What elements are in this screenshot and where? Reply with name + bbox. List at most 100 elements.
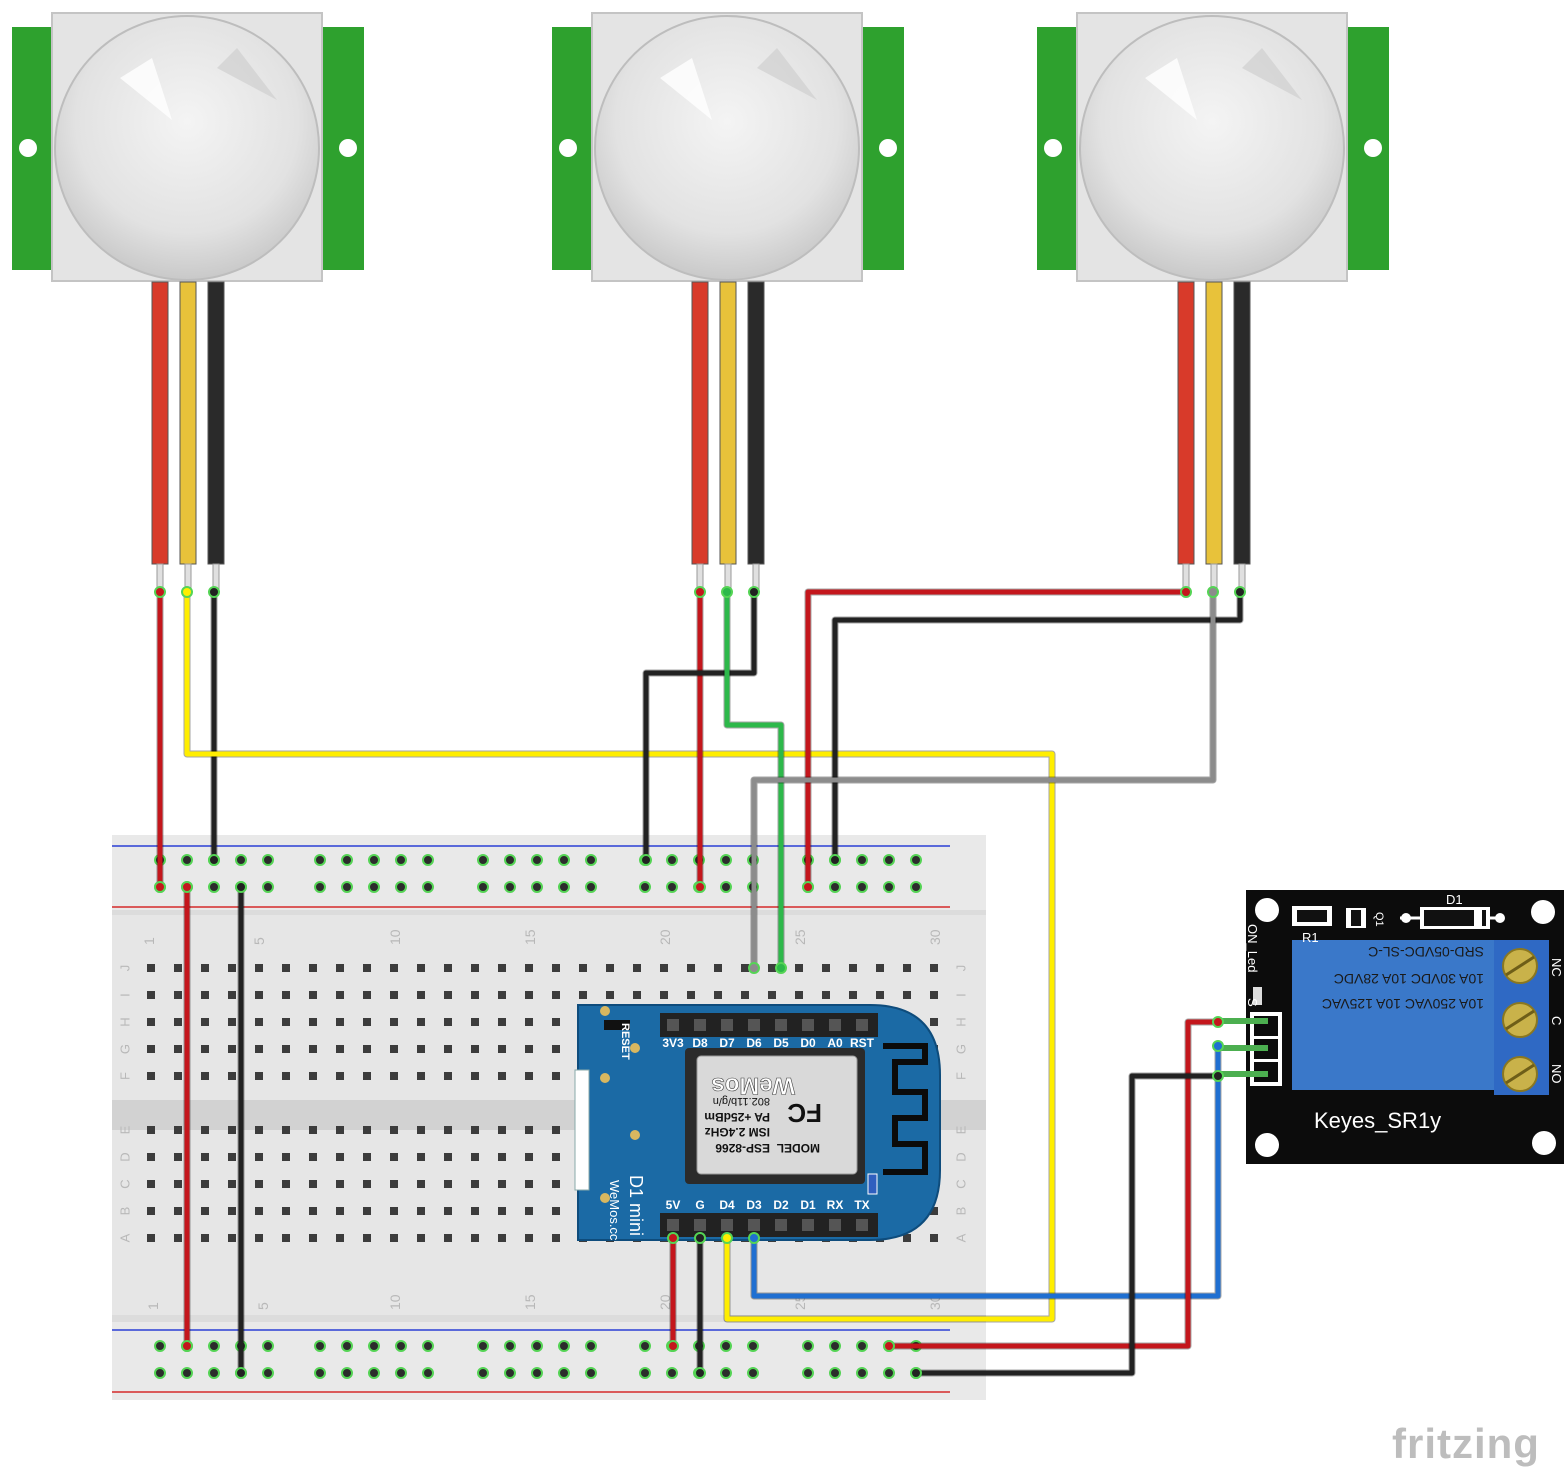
bottom-pin-label: TX [854, 1198, 869, 1212]
row-letter: B [117, 1207, 132, 1216]
wire-endpoint [748, 586, 760, 598]
header-pin [721, 1019, 733, 1031]
bottom-pin-label: 5V [666, 1198, 681, 1212]
wire-endpoint [667, 1340, 679, 1352]
pir-dome [1079, 15, 1345, 281]
row-letter: H [953, 1017, 968, 1026]
header-pin [829, 1019, 841, 1031]
wire-endpoint [829, 854, 841, 866]
row-letter: C [117, 1179, 132, 1188]
dome-highlight-icon [217, 48, 277, 100]
board-subtitle: WeMos.cc [607, 1180, 622, 1241]
wire-endpoint [748, 1232, 760, 1244]
wire-endpoint [235, 1367, 247, 1379]
module-band: ISM 2.4GHz [705, 1125, 770, 1139]
reset-label: RESET [619, 1023, 631, 1060]
bottom-pin-label: D4 [719, 1198, 735, 1212]
relay-rating-ac: 10A 250VAC 10A 125VAC [1322, 996, 1484, 1012]
pir-lead-wire [1205, 281, 1223, 565]
wire-endpoint [154, 586, 166, 598]
pir-sensors [12, 12, 1389, 593]
header-pin [667, 1019, 679, 1031]
wire-endpoint [1180, 586, 1192, 598]
column-number-25-top: 25 [792, 929, 808, 945]
relay-terminal-no: NO [1549, 1064, 1564, 1084]
row-letter: A [117, 1233, 132, 1242]
wire-endpoint [694, 881, 706, 893]
top-pin-label: RST [850, 1036, 875, 1050]
column-number-15-top: 15 [522, 929, 538, 945]
board-title: D1 mini [626, 1175, 646, 1236]
column-number-30-top: 30 [927, 929, 943, 945]
header-pin [829, 1219, 841, 1231]
module-model-label: MODEL [777, 1141, 820, 1155]
row-letter: J [953, 965, 968, 972]
row-letter: D [117, 1152, 132, 1161]
dome-highlight-icon [120, 58, 172, 120]
relay-transistor-label: Q1 [1373, 912, 1385, 927]
wire-endpoint [721, 586, 733, 598]
relay-resistor-label: R1 [1302, 930, 1319, 945]
wire-relay-gnd [913, 1073, 1221, 1376]
wire-endpoint [694, 586, 706, 598]
relay-terminal-nc: NC [1549, 958, 1564, 977]
bottom-pin-label: D3 [746, 1198, 762, 1212]
wire-endpoint [802, 881, 814, 893]
pir-lead-wire [691, 281, 709, 565]
row-letter: C [953, 1179, 968, 1188]
pir-lead-wire [179, 281, 197, 565]
module-power: PA +25dBm [704, 1110, 770, 1124]
wire-endpoint [640, 854, 652, 866]
relay-terminal-c: C [1549, 1016, 1564, 1025]
row-letter: G [117, 1044, 132, 1054]
mount-hole-icon [19, 139, 37, 157]
header-pin [748, 1219, 760, 1231]
wire-endpoint [1212, 1070, 1224, 1082]
mount-hole-icon [339, 139, 357, 157]
wire-endpoint [883, 1340, 895, 1352]
pir-dome [594, 15, 860, 281]
wire-endpoint [775, 962, 787, 974]
row-letter: F [953, 1072, 968, 1080]
bottom-pin-label: D2 [773, 1198, 789, 1212]
bottom-pin-label: D1 [800, 1198, 816, 1212]
header-pin [775, 1019, 787, 1031]
column-number-10-bottom: 10 [387, 1294, 403, 1310]
wire-endpoint [748, 962, 760, 974]
wire-sensor3-gnd-outline [831, 588, 1244, 864]
wire-sensor2-signal [724, 589, 784, 971]
top-pin-label: D7 [719, 1036, 735, 1050]
row-letter: I [953, 993, 968, 997]
dome-highlight-icon [660, 58, 712, 120]
row-letter: G [953, 1044, 968, 1054]
relay-signal-label: S [1245, 998, 1260, 1007]
wire-endpoint [208, 586, 220, 598]
column-number-1-bottom: 1 [145, 1302, 161, 1310]
wire-sensor3-gnd [832, 589, 1243, 863]
column-number-5-bottom: 5 [255, 1302, 271, 1310]
column-number-20-bottom: 20 [657, 1294, 673, 1310]
bottom-pin-label: G [695, 1198, 704, 1212]
wire-endpoint [181, 586, 193, 598]
wire-endpoint [1234, 586, 1246, 598]
top-pin-label: D0 [800, 1036, 816, 1050]
wire-sensor3-signal [751, 589, 1216, 971]
wire-endpoint [181, 881, 193, 893]
top-pin-label: D8 [692, 1036, 708, 1050]
module-wifi: 802.11b/g/n [713, 1095, 770, 1107]
relay-model: SRD-05VDC-SL-C [1368, 944, 1484, 960]
column-number-5-top: 5 [251, 937, 267, 945]
top-pin-label: D6 [746, 1036, 762, 1050]
pir-lead-wire [747, 281, 765, 565]
pir-lead-wire [719, 281, 737, 565]
wire-relay-signal [751, 1043, 1221, 1299]
pir-lead-wire [1177, 281, 1195, 565]
wire-endpoint [721, 1232, 733, 1244]
fcc-mark-icon: FC [787, 1098, 822, 1128]
row-letter: J [117, 965, 132, 972]
header-pin [694, 1219, 706, 1231]
column-number-15-bottom: 15 [522, 1294, 538, 1310]
